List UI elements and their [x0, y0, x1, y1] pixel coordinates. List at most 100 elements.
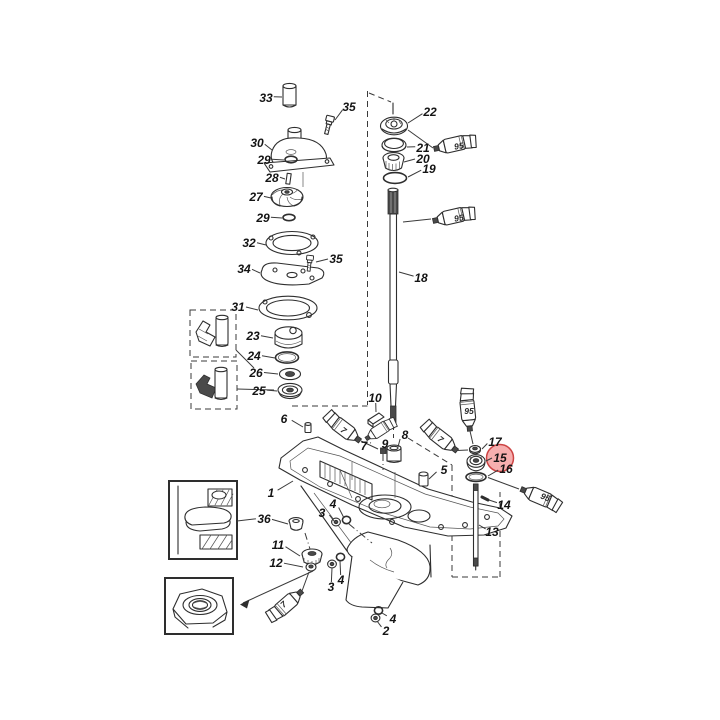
leader-line	[279, 176, 286, 180]
part-5-pin	[418, 471, 429, 487]
part-35-bolt	[321, 114, 336, 136]
leader-line	[315, 258, 329, 263]
leader-line	[334, 109, 343, 121]
leader-line	[478, 524, 486, 530]
lube-code-label-95: 95	[464, 406, 474, 416]
part-label-4: 4	[389, 612, 397, 626]
leader-line	[407, 113, 423, 124]
part-20-bearing	[382, 152, 405, 172]
lube-code-label-95: 95	[453, 140, 464, 152]
part-21-ring	[381, 137, 407, 153]
leader-line	[264, 143, 273, 151]
part-29-oring	[284, 155, 298, 164]
part-label-5: 5	[441, 463, 448, 477]
housing-top-hardware	[304, 407, 429, 487]
part-label-18: 18	[414, 271, 428, 285]
part-label-14: 14	[497, 498, 511, 512]
leader-line	[407, 169, 422, 178]
part-34-plate	[260, 262, 325, 286]
part-label-26: 26	[248, 366, 263, 380]
part-label-13: 13	[485, 525, 499, 539]
inset-box-cap-section	[168, 480, 238, 560]
part-label-6: 6	[281, 412, 288, 426]
leader-line	[260, 335, 274, 339]
part-label-22: 22	[422, 105, 437, 119]
leader-line	[330, 567, 333, 583]
part-13-shaft	[472, 483, 479, 571]
part-8-bushing	[386, 444, 402, 464]
upper-gear-stack	[379, 116, 479, 230]
leader-line	[271, 518, 289, 525]
leader-line	[488, 499, 498, 504]
part-label-3: 3	[328, 580, 335, 594]
part-1-gear-housing	[278, 436, 513, 609]
part-label-24: 24	[246, 349, 261, 363]
leader-line	[271, 158, 285, 161]
part-label-4: 4	[337, 573, 345, 587]
part-label-23: 23	[245, 329, 260, 343]
part-label-11: 11	[272, 538, 285, 552]
part-3-nut-2	[327, 559, 337, 569]
part-6-pin	[304, 422, 312, 434]
leader-line	[261, 355, 276, 359]
part-label-34: 34	[237, 262, 251, 276]
water-pump-parts-column	[258, 82, 336, 400]
leader-line	[245, 306, 259, 311]
part-label-21: 21	[415, 141, 430, 155]
leader-line	[328, 514, 335, 522]
part-label-33: 33	[259, 91, 273, 105]
part-label-8: 8	[402, 428, 409, 442]
part-32-gasket	[265, 230, 319, 256]
leader-line	[376, 620, 382, 628]
leader-line	[339, 560, 342, 576]
leader-line	[266, 389, 278, 392]
part-label-9: 9	[382, 437, 389, 451]
part-36-cap	[288, 517, 304, 531]
part-label-20: 20	[415, 152, 430, 166]
leader-line	[397, 438, 401, 448]
part-18-driveshaft	[387, 187, 399, 438]
part-27-impeller	[270, 186, 304, 208]
part-28-key	[285, 172, 292, 185]
leader-line	[277, 480, 294, 491]
part-label-30: 30	[250, 136, 264, 150]
part-label-4: 4	[329, 497, 337, 511]
part-label-28: 28	[264, 171, 279, 185]
part-22-gear	[379, 116, 409, 136]
lube-code-label-95: 95	[539, 491, 552, 504]
part-16-oring	[465, 471, 487, 483]
part-10-anode	[367, 412, 385, 428]
leader-line	[338, 507, 345, 519]
lube-code-label-7: 7	[436, 434, 447, 446]
lube-code-label-95: 95	[453, 212, 464, 224]
part-4-washer-2	[335, 552, 346, 562]
part-31-gasket	[258, 295, 318, 321]
leader-line	[256, 242, 267, 246]
fastener-hardware	[327, 515, 384, 623]
part-33-sleeve	[282, 82, 297, 108]
inset-b-content	[195, 366, 228, 401]
prop-shaft-cluster	[417, 386, 565, 571]
part-label-7: 7	[361, 439, 369, 453]
leader-line	[270, 216, 283, 219]
lube-code-label-7: 7	[278, 598, 289, 609]
part-label-16: 16	[499, 462, 513, 476]
highlight-circle-part-15[interactable]	[485, 443, 515, 473]
leader-line	[251, 268, 261, 274]
lube-code-label-7: 7	[339, 425, 350, 437]
part-2-nut	[370, 613, 381, 623]
leader-line	[403, 158, 416, 163]
inset-a-content	[195, 314, 229, 348]
part-14-pin	[480, 495, 490, 502]
part-label-25: 25	[251, 384, 266, 398]
part-9-bolt	[380, 447, 387, 470]
leader-line	[283, 562, 304, 568]
part-label-12: 12	[269, 556, 283, 570]
part-26-washer	[278, 367, 302, 381]
leader-line	[263, 195, 272, 199]
part-label-1: 1	[268, 486, 275, 500]
part-19-oring	[382, 171, 408, 185]
part-label-29: 29	[256, 153, 271, 167]
part-label-10: 10	[368, 391, 382, 405]
